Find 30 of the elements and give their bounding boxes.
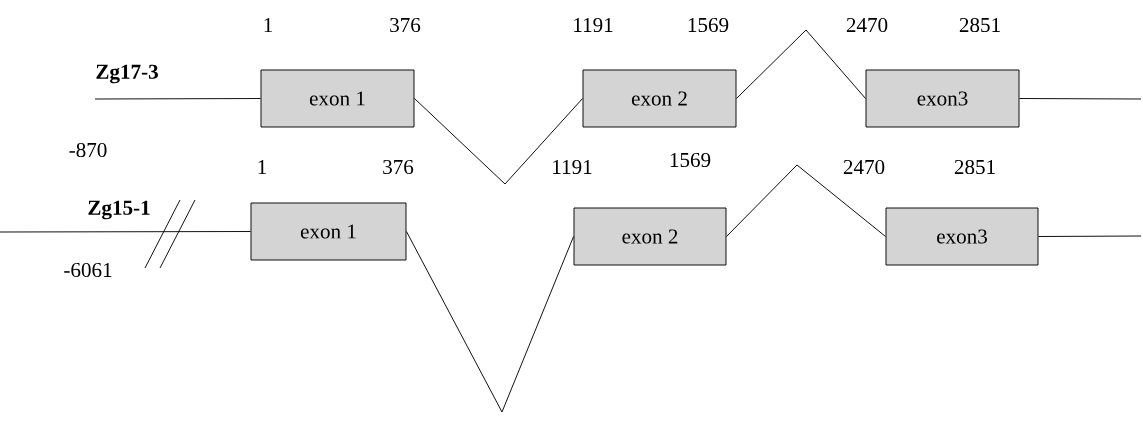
intron-line [414,98,583,185]
position-number: 1191 [553,159,592,175]
exon-box: exon3 [885,207,1039,266]
gene-name: Zg17-3 [96,64,158,84]
exon-box: exon 2 [573,207,727,266]
position-number: 376 [390,17,421,33]
position-number: -6061 [64,262,112,278]
position-number: -870 [69,142,107,158]
exon-box: exon 2 [582,69,737,128]
position-number: 1 [258,160,266,174]
position-number: 2470 [843,159,885,175]
intron-line [406,231,574,413]
position-number: 2851 [959,17,1000,33]
flanking-line [1019,98,1142,100]
position-number: 2470 [846,17,888,33]
position-number: 1191 [574,17,613,33]
exon-box: exon 1 [250,202,407,261]
position-number: 1569 [670,152,711,168]
flanking-line [1038,235,1142,237]
gene-name: Zg15-1 [88,200,150,220]
flanking-line [0,231,251,233]
intron-line [736,29,866,99]
exon-box: exon 1 [260,69,415,128]
position-number: 2851 [954,159,995,175]
intron-line [726,164,886,237]
position-number: 376 [383,159,414,175]
exon-box: exon3 [865,69,1020,128]
flanking-line [94,98,261,100]
position-number: 1 [264,18,272,32]
position-number: 1569 [688,17,729,33]
